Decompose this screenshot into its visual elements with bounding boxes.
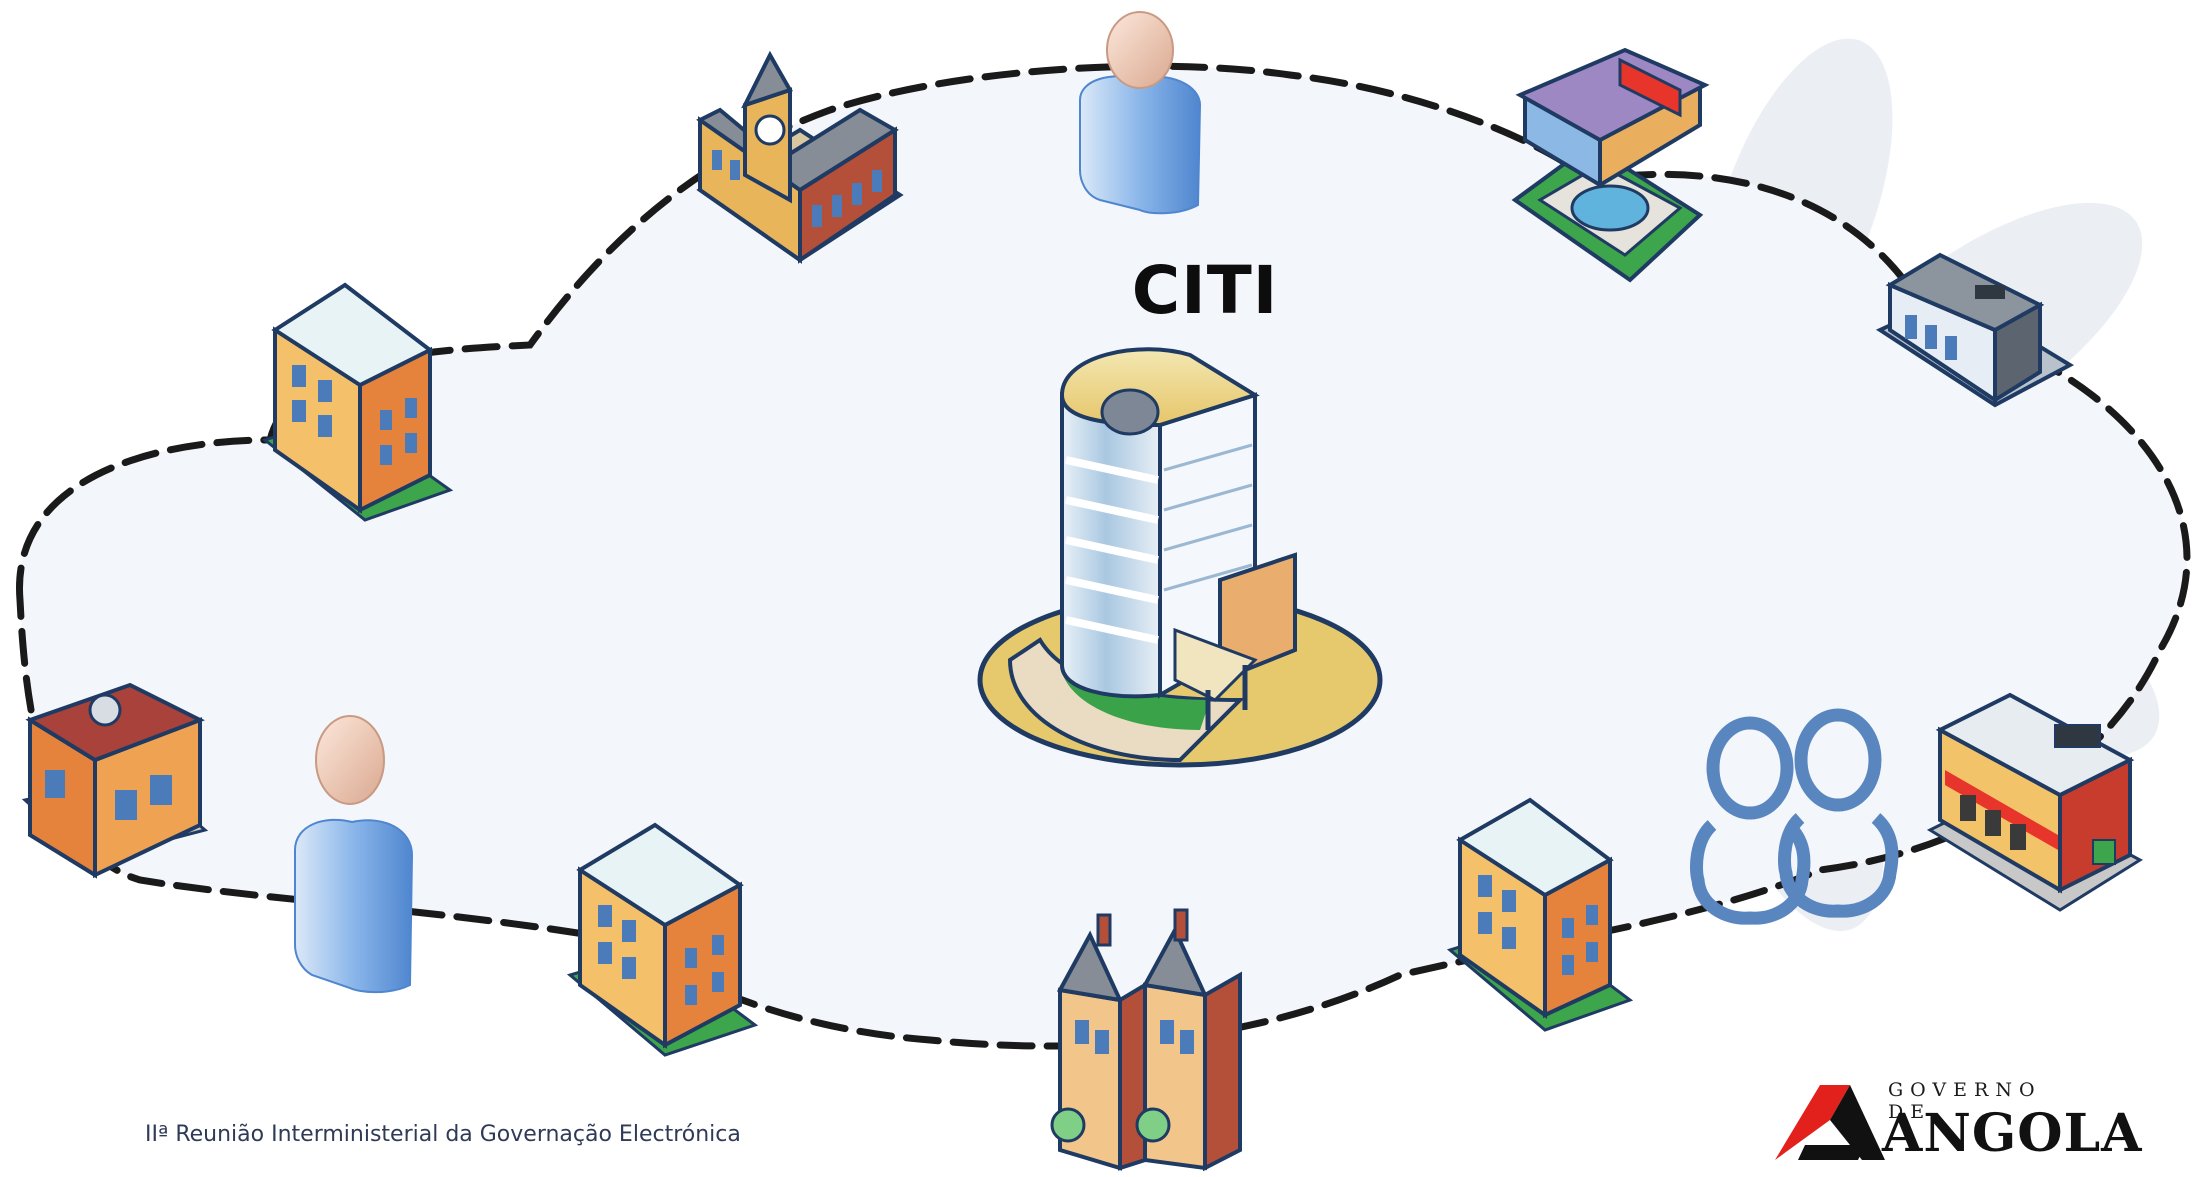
houses-icon	[1050, 908, 1242, 1172]
apartment-building-icon	[261, 282, 454, 522]
community-group-icon	[1690, 708, 1899, 925]
datacenter-icon	[1875, 252, 2075, 408]
governo-angola-logo: GOVERNO DE ANGOLA	[1770, 1075, 2142, 1167]
logo-top-text: GOVERNO DE	[1888, 1079, 2042, 1123]
citizen-icon	[1079, 11, 1202, 215]
center-label: CITI	[1131, 252, 1279, 329]
central-building-icon	[977, 347, 1383, 768]
logo-main-text: ANGOLA	[1882, 1103, 2143, 1164]
governo-angola-logo-mark	[1775, 1085, 1885, 1160]
shop-building-icon	[21, 682, 209, 879]
town-hall-icon	[696, 50, 904, 264]
apartment-building-icon	[1446, 797, 1634, 1032]
hotel-icon	[1511, 47, 1710, 283]
apartment-building-icon	[566, 822, 759, 1057]
footer-text: IIª Reunião Interministerial da Governaç…	[145, 1122, 741, 1147]
citizen-icon	[294, 715, 414, 994]
store-icon	[1926, 692, 2143, 912]
